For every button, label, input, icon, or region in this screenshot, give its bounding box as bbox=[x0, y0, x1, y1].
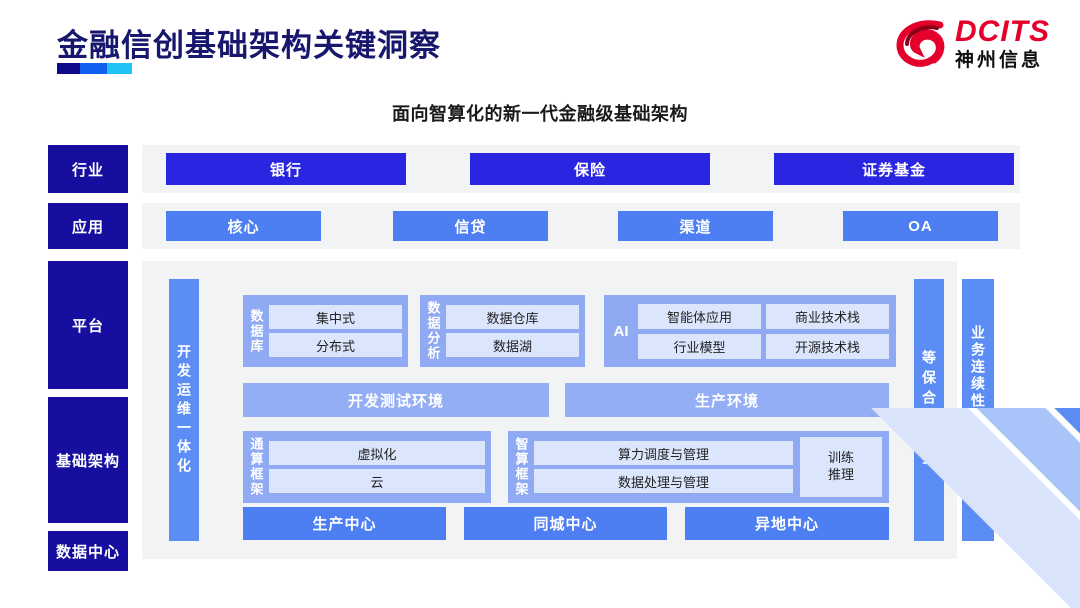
application-item-oa[interactable]: OA bbox=[843, 211, 998, 241]
training-inference-box[interactable]: 训练 推理 bbox=[800, 437, 882, 497]
general-framework-item-cloud[interactable]: 云 bbox=[269, 469, 485, 493]
row-label-platform: 平台 bbox=[48, 261, 128, 389]
brand-logo: DCITS 神州信息 bbox=[896, 17, 1050, 70]
underline-segment-navy bbox=[57, 63, 80, 74]
group-data-analysis: 数据分析 数据仓库 数据湖 bbox=[420, 295, 585, 367]
row-label-infrastructure: 基础架构 bbox=[48, 397, 128, 523]
page-title: 金融信创基础架构关键洞察 bbox=[57, 28, 441, 63]
application-item-credit[interactable]: 信贷 bbox=[393, 211, 548, 241]
slide-header: 金融信创基础架构关键洞察 DCITS 神州信息 bbox=[0, 0, 1080, 92]
logo-text-cn: 神州信息 bbox=[955, 50, 1044, 71]
datacenter-production[interactable]: 生产中心 bbox=[243, 507, 446, 540]
environment-dev-test[interactable]: 开发测试环境 bbox=[243, 383, 549, 417]
intelligent-framework-label: 智算框架 bbox=[513, 437, 529, 497]
environment-production[interactable]: 生产环境 bbox=[565, 383, 889, 417]
datacenter-remote[interactable]: 异地中心 bbox=[685, 507, 889, 540]
underline-segment-cyan bbox=[106, 63, 132, 74]
group-database-label: 数据库 bbox=[248, 308, 264, 354]
intelligent-framework-item-compute-scheduling[interactable]: 算力调度与管理 bbox=[534, 441, 793, 465]
row-label-industry: 行业 bbox=[48, 145, 128, 193]
group-ai-label: AI bbox=[613, 322, 629, 340]
intelligent-framework-item-data-processing[interactable]: 数据处理与管理 bbox=[534, 469, 793, 493]
devops-vertical-bar: 开发运维一体化 bbox=[169, 279, 199, 541]
platform-main-panel: 开发运维一体化 数据库 集中式 分布式 数据分析 数据仓库 数据湖 AI 智能体… bbox=[142, 261, 957, 559]
corner-stripe-5 bbox=[1012, 408, 1080, 608]
group-ai: AI 智能体应用 商业技术栈 行业模型 开源技术栈 bbox=[604, 295, 896, 367]
corner-stripe-4 bbox=[988, 408, 1080, 608]
application-row-panel: 核心 信贷 渠道 OA bbox=[142, 203, 1020, 249]
row-label-application: 应用 bbox=[48, 203, 128, 249]
general-framework-item-virtualization[interactable]: 虚拟化 bbox=[269, 441, 485, 465]
analysis-item-warehouse[interactable]: 数据仓库 bbox=[446, 305, 579, 329]
application-item-channel[interactable]: 渠道 bbox=[618, 211, 773, 241]
ai-item-commercial-stack[interactable]: 商业技术栈 bbox=[766, 303, 889, 329]
business-continuity-vertical-bar: 业务连续性及数据保护 bbox=[962, 279, 994, 541]
database-item-distributed[interactable]: 分布式 bbox=[269, 333, 402, 357]
database-item-centralized[interactable]: 集中式 bbox=[269, 305, 402, 329]
ai-item-opensource-stack[interactable]: 开源技术栈 bbox=[766, 333, 889, 359]
compliance-vertical-bar: 等保合规安全 bbox=[914, 279, 944, 541]
row-label-datacenter: 数据中心 bbox=[48, 531, 128, 571]
analysis-item-lake[interactable]: 数据湖 bbox=[446, 333, 579, 357]
logo-text-en: DCITS bbox=[955, 15, 1050, 48]
logo-wordmark: DCITS 神州信息 bbox=[955, 15, 1050, 71]
datacenter-metro[interactable]: 同城中心 bbox=[464, 507, 667, 540]
general-framework-label: 通算框架 bbox=[248, 437, 264, 497]
underline-segment-blue bbox=[79, 63, 107, 74]
ai-item-industry-model[interactable]: 行业模型 bbox=[638, 333, 761, 359]
industry-item-securities-fund[interactable]: 证券基金 bbox=[774, 153, 1014, 185]
diagram-subtitle: 面向智算化的新一代金融级基础架构 bbox=[392, 104, 688, 124]
group-intelligent-compute-framework: 智算框架 算力调度与管理 数据处理与管理 训练 推理 bbox=[508, 431, 889, 503]
industry-row-panel: 银行 保险 证券基金 bbox=[142, 145, 1020, 193]
group-data-analysis-label: 数据分析 bbox=[425, 301, 441, 361]
group-general-compute-framework: 通算框架 虚拟化 云 bbox=[243, 431, 491, 503]
ai-item-agent-app[interactable]: 智能体应用 bbox=[638, 303, 761, 329]
group-database: 数据库 集中式 分布式 bbox=[243, 295, 408, 367]
industry-item-insurance[interactable]: 保险 bbox=[470, 153, 710, 185]
dcits-swirl-icon bbox=[896, 19, 948, 69]
title-underline-bar bbox=[57, 63, 132, 74]
training-label: 训练 bbox=[827, 450, 854, 466]
inference-label: 推理 bbox=[827, 467, 854, 482]
industry-item-bank[interactable]: 银行 bbox=[166, 153, 406, 185]
application-item-core[interactable]: 核心 bbox=[166, 211, 321, 241]
